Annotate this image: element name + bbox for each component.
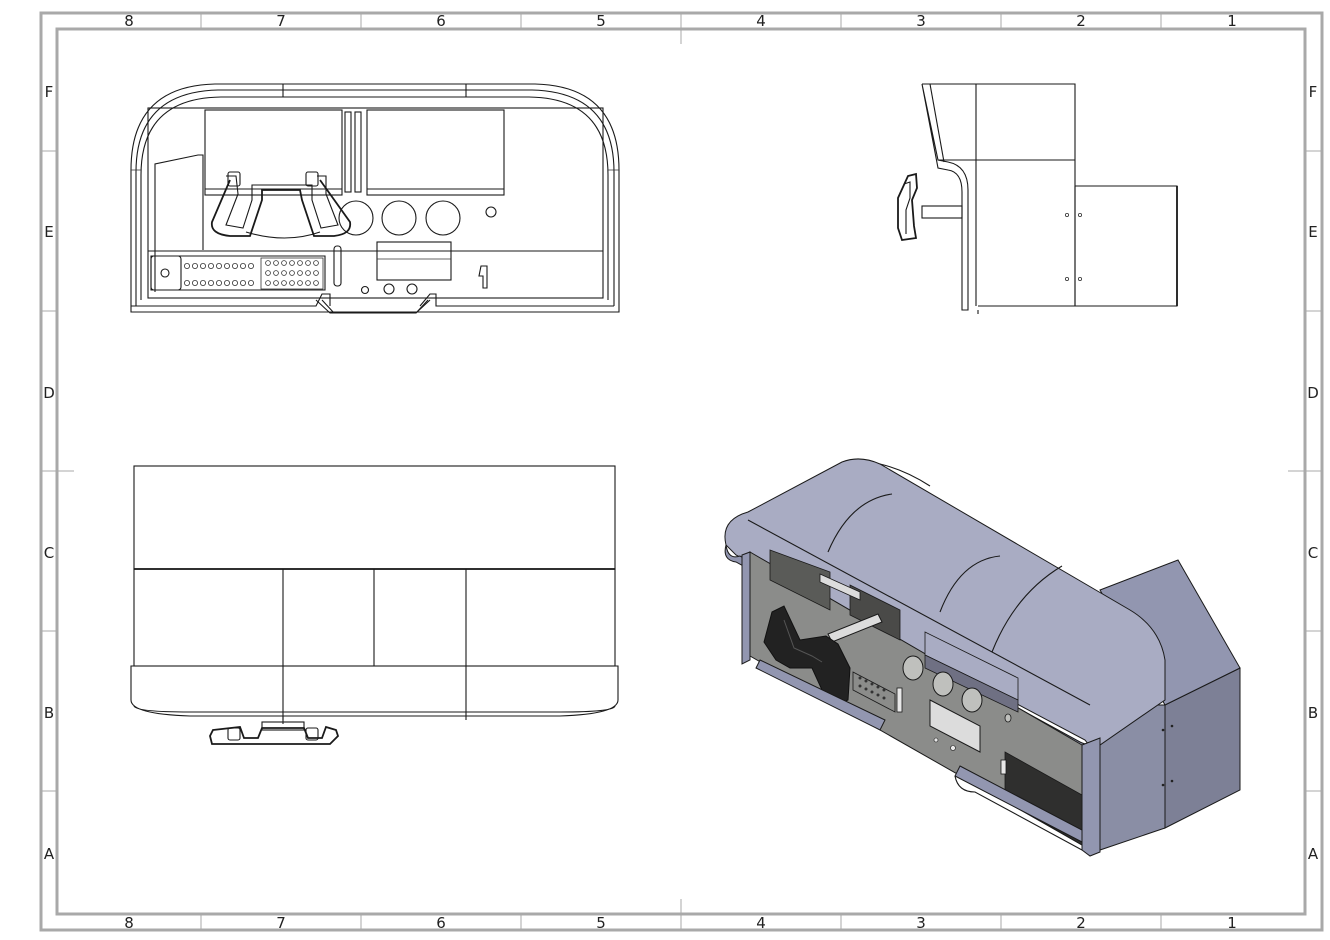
col-label: 8: [124, 12, 134, 30]
row-label: D: [43, 384, 55, 402]
col-label: 4: [756, 914, 766, 932]
right-side-view: [897, 83, 1178, 314]
front-view: [130, 83, 620, 314]
col-label: 5: [596, 914, 606, 932]
col-label: 5: [596, 12, 606, 30]
row-label: D: [1307, 384, 1319, 402]
isometric-view: [724, 458, 1241, 857]
zone-ticks: [41, 13, 1322, 930]
row-labels-left: F E D C B A: [43, 83, 55, 863]
col-label: 7: [276, 914, 286, 932]
col-label: 3: [916, 914, 926, 932]
col-label: 4: [756, 12, 766, 30]
connector-pins: [183, 257, 324, 290]
row-label: A: [1308, 845, 1319, 863]
row-label: E: [1308, 223, 1317, 241]
row-label: F: [1309, 83, 1318, 101]
col-label: 1: [1227, 914, 1237, 932]
col-label: 2: [1076, 914, 1086, 932]
col-label: 7: [276, 12, 286, 30]
col-label: 3: [916, 12, 926, 30]
row-label: E: [44, 223, 53, 241]
col-label: 6: [436, 914, 446, 932]
col-label: 8: [124, 914, 134, 932]
col-label: 1: [1227, 12, 1237, 30]
row-label: C: [1308, 544, 1318, 562]
col-label: 2: [1076, 12, 1086, 30]
row-label: F: [45, 83, 54, 101]
row-label: B: [1308, 704, 1318, 722]
col-label: 6: [436, 12, 446, 30]
row-label: A: [44, 845, 55, 863]
row-label: B: [44, 704, 54, 722]
column-labels-top: 8 7 6 5 4 3 2 1: [124, 12, 1237, 30]
column-labels-bottom: 8 7 6 5 4 3 2 1: [124, 914, 1237, 932]
row-label: C: [44, 544, 54, 562]
top-view: [130, 465, 619, 745]
row-labels-right: F E D C B A: [1307, 83, 1319, 863]
